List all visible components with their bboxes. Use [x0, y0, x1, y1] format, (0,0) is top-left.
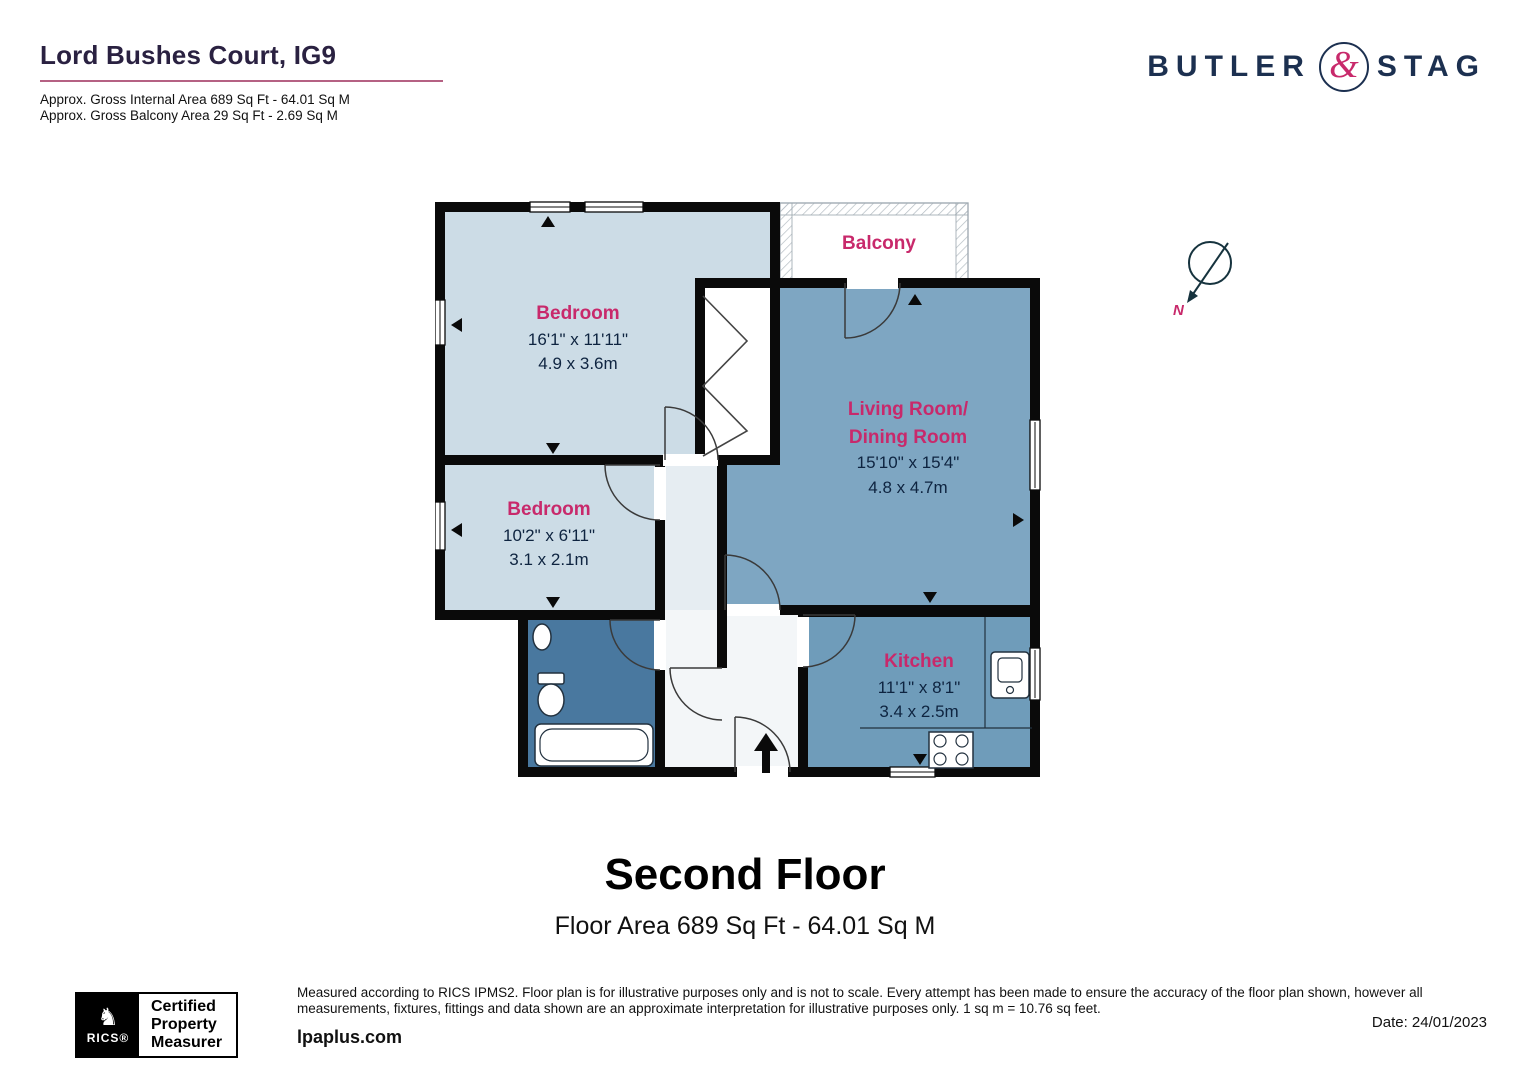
floor-area-text: Floor Area 689 Sq Ft - 64.01 Sq M [554, 912, 936, 940]
kitchen-fixtures [860, 617, 1032, 769]
bedroom-2-imperial: 10'2" x 6'11" [503, 525, 595, 545]
kitchen-imperial: 11'1" x 8'1" [877, 677, 961, 697]
bedroom-2-metric: 3.1 x 2.1m [509, 550, 589, 570]
closet-area [700, 283, 775, 460]
area-summary: Approx. Gross Internal Area 689 Sq Ft - … [40, 92, 350, 125]
kitchen-name: Kitchen [884, 651, 954, 672]
label-bedroom-2: Bedroom 10'2" x 6'11" 3.1 x 2.1m [503, 496, 595, 573]
toilet-icon [537, 683, 565, 717]
hallway-upper [660, 460, 722, 610]
bathtub-icon [534, 723, 654, 767]
brand-word-stag: STAG [1376, 50, 1486, 83]
ampersand-circle-icon: & [1318, 42, 1369, 92]
room-bedroom-1 [440, 207, 775, 460]
living-dining-imperial: 15'10" x 15'4" [856, 453, 960, 473]
bedroom-1-imperial: 16'1" x 11'11" [527, 329, 629, 349]
rics-wordmark: RICS® [86, 1030, 130, 1045]
windows [434, 201, 1041, 778]
bedroom-1-metric: 4.9 x 3.6m [538, 354, 618, 374]
room-living-dining [722, 283, 1035, 610]
butler-stag-logo: BUTLER & STAG [1147, 42, 1486, 92]
label-bedroom-1: Bedroom 16'1" x 11'11" 4.9 x 3.6m [528, 300, 628, 377]
door-openings [654, 277, 898, 778]
balcony-name: Balcony [842, 233, 916, 254]
balcony-area-text: Approx. Gross Balcony Area 29 Sq Ft - 2.… [40, 108, 338, 124]
bedroom-2-name: Bedroom [507, 499, 591, 520]
disclaimer-text: Measured according to RICS IPMS2. Floor … [297, 985, 1423, 1016]
closet-bifold-doors-icon [701, 295, 749, 457]
kitchen-metric: 3.4 x 2.5m [879, 702, 959, 722]
label-living-dining: Living Room/ Dining Room 15'10" x 15'4" … [848, 396, 968, 500]
door-swings [604, 282, 901, 773]
rics-line-1: Certified [151, 998, 216, 1016]
balcony-rail-top [779, 202, 969, 216]
ampersand-glyph: & [1329, 44, 1359, 86]
rics-badge: ♞ RICS® Certified Property Measurer [75, 992, 239, 1058]
entry-arrow-icon [754, 733, 778, 773]
rics-line-3: Measurer [151, 1033, 223, 1051]
balcony-rail-right [955, 202, 969, 282]
hob-icon [928, 731, 974, 769]
toilet-tank-icon [537, 672, 565, 685]
rics-logo-panel: ♞ RICS® [77, 994, 139, 1056]
hallway-lower [660, 610, 803, 772]
internal-area-text: Approx. Gross Internal Area 689 Sq Ft - … [40, 92, 350, 107]
rics-line-2: Property [151, 1016, 217, 1034]
floor-plan [434, 200, 1045, 780]
room-bedroom-2 [440, 460, 660, 615]
rics-lion-icon: ♞ [97, 1003, 119, 1031]
page-title: Lord Bushes Court, IG9 [40, 40, 337, 70]
north-compass-icon: N [1173, 241, 1232, 319]
floor-title: Second Floor [604, 850, 886, 899]
living-dining-metric: 4.8 x 4.7m [868, 477, 948, 497]
bathroom-fixtures [532, 623, 654, 767]
bedroom-1-name: Bedroom [536, 303, 620, 324]
brand-word-butler: BUTLER [1147, 50, 1311, 83]
title-underline [40, 80, 443, 82]
date-text: Date: 24/01/2023 [1371, 1014, 1487, 1031]
label-balcony: Balcony [842, 230, 916, 258]
living-dining-name: Living Room/ Dining Room [847, 399, 969, 448]
floor-plan-drawing [434, 201, 1041, 778]
balcony-rail-left [779, 202, 793, 282]
kitchen-sink-icon [990, 651, 1030, 699]
label-kitchen: Kitchen 11'1" x 8'1" 3.4 x 2.5m [878, 648, 961, 725]
rics-certification-text: Certified Property Measurer [139, 994, 236, 1056]
dimension-markers [451, 216, 1024, 765]
compass-north-label: N [1173, 302, 1185, 319]
basin-icon [532, 623, 552, 651]
website-text: lpaplus.com [297, 1027, 403, 1047]
